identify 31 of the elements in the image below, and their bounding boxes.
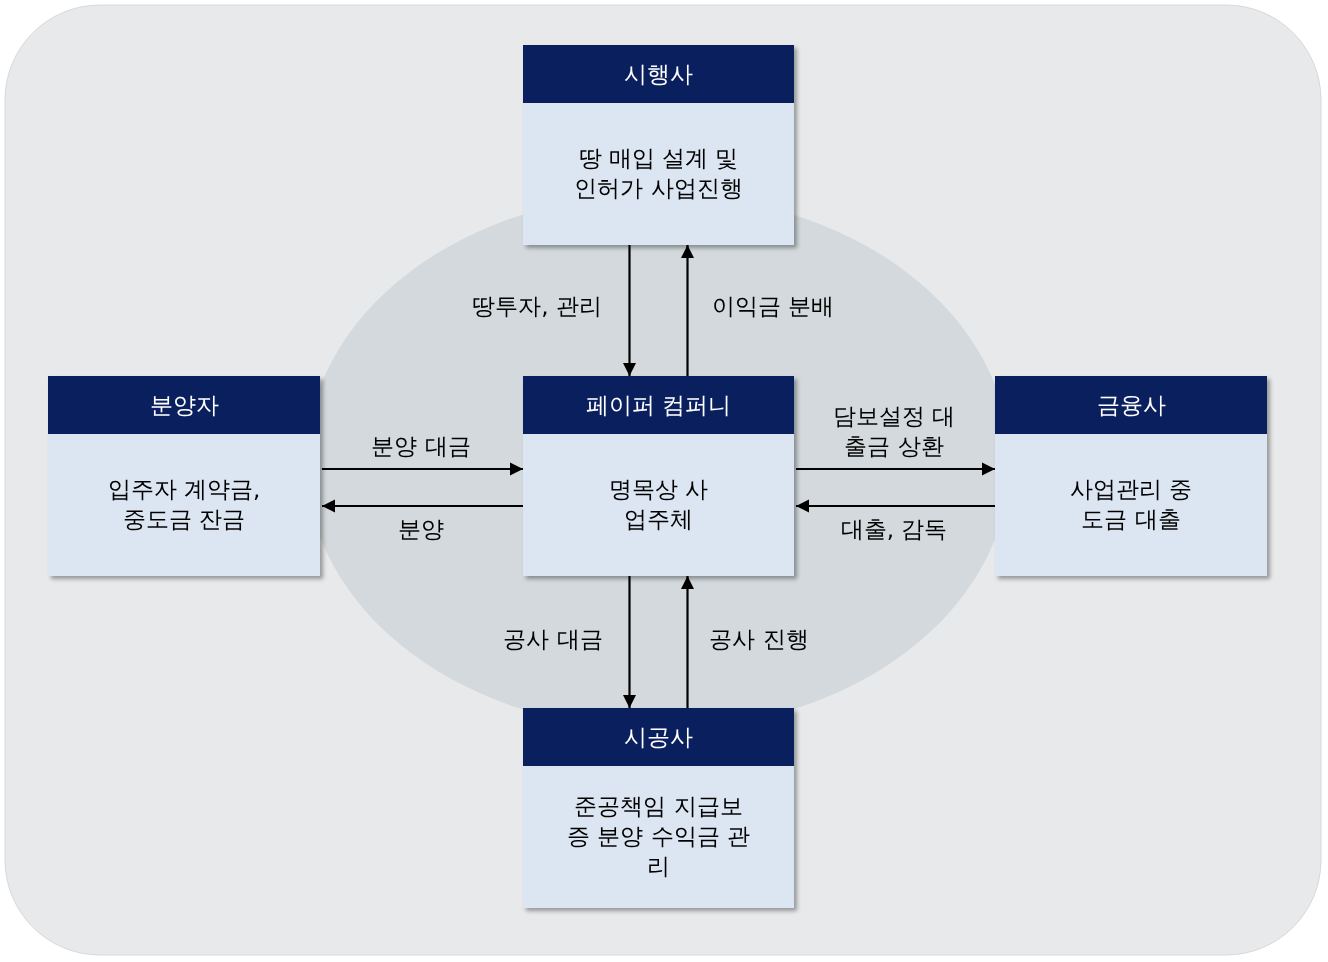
edge-label: 분양 대금	[371, 432, 471, 462]
box-text: 사업관리 중도금 대출	[1068, 475, 1194, 534]
edge-label: 담보설정 대출금 상환	[831, 402, 957, 461]
process-box	[995, 376, 1267, 576]
arrow	[680, 576, 695, 708]
edge-label: 이익금 분배	[711, 292, 835, 322]
edge-label: 분양	[398, 515, 444, 545]
box-text: 땅 매입 설계 및 인허가 사업진행	[573, 144, 744, 203]
box-title: 시행사	[523, 45, 794, 103]
process-box	[523, 45, 794, 245]
arrow	[622, 245, 637, 376]
box-text: 입주자 계약금, 중도금 잔금	[106, 475, 262, 534]
box-title: 시공사	[523, 708, 794, 766]
arrow	[622, 576, 637, 708]
arrow	[322, 462, 523, 476]
edge-label: 땅투자, 관리	[472, 292, 602, 322]
arrow	[796, 499, 995, 513]
box-title: 금융사	[995, 376, 1267, 434]
box-title: 분양자	[48, 376, 320, 434]
arrow	[796, 462, 995, 476]
process-box	[523, 708, 794, 908]
process-box	[523, 376, 794, 576]
edge-label: 대출, 감독	[840, 515, 948, 545]
edge-label: 공사 대금	[503, 625, 603, 655]
edge-label: 공사 진행	[709, 625, 809, 655]
box-text: 준공책임 지급보증 분양 수익금 관리	[566, 792, 751, 881]
arrow	[322, 499, 523, 513]
process-box	[48, 376, 320, 576]
box-title: 페이퍼 컴퍼니	[523, 376, 794, 434]
box-text: 명목상 사업주체	[607, 475, 710, 534]
arrow	[680, 245, 695, 376]
